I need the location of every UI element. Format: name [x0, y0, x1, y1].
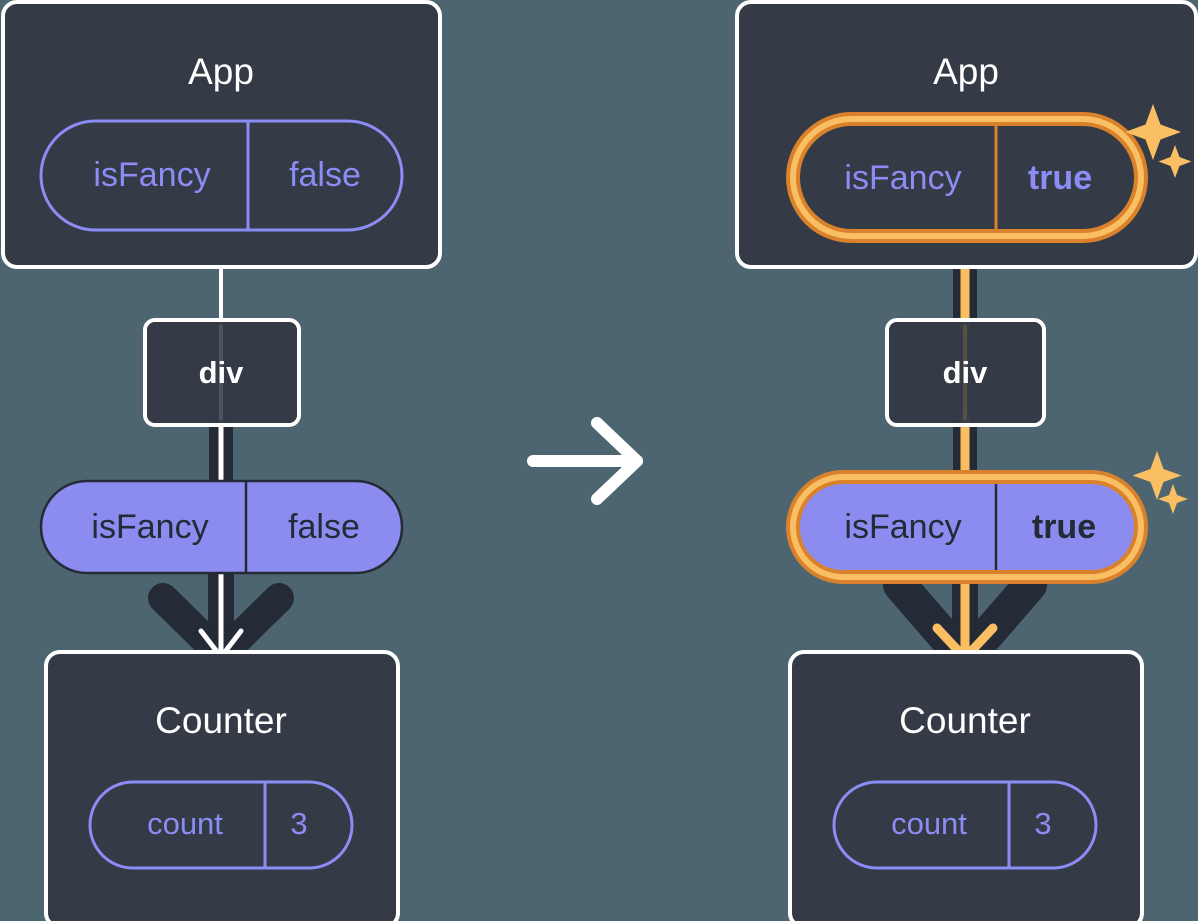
left-div-label: div	[199, 355, 245, 390]
left-div-box[interactable]: div	[143, 318, 301, 427]
left-prop-pill-key: isFancy	[91, 508, 208, 546]
left-counter-box-frame	[44, 650, 400, 921]
left-app-box-frame	[1, 0, 442, 269]
left-app-title: App	[188, 51, 254, 92]
right-counter-pill-key: count	[891, 806, 967, 841]
left-counter-state-pill[interactable]: count 3	[88, 780, 354, 870]
left-div-box-frame	[143, 318, 301, 427]
left-app-pill-value: false	[289, 156, 361, 194]
right-app-pill-highlight-inner	[790, 116, 1144, 239]
left-app-pill-key: isFancy	[93, 156, 210, 194]
right-counter-title: Counter	[899, 700, 1031, 741]
right-prop-pill-sparkle-icon	[1132, 451, 1188, 514]
left-panel-before: App isFancy false div isFancy false	[1, 0, 442, 921]
left-prop-pill-value: false	[288, 508, 360, 546]
right-div-label: div	[943, 355, 989, 390]
right-div-box[interactable]: div	[885, 318, 1046, 427]
right-app-sparkle-icon	[1125, 104, 1192, 178]
left-counter-pill-frame	[88, 780, 354, 870]
right-prop-pill[interactable]: isFancy true	[786, 451, 1188, 584]
right-counter-box-frame	[788, 650, 1144, 921]
right-div-box-frame	[885, 318, 1046, 427]
left-counter-pill-key: count	[147, 806, 223, 841]
left-app-state-pill[interactable]: isFancy false	[39, 119, 404, 232]
right-app-state-pill[interactable]: isFancy true	[786, 112, 1148, 243]
left-prop-pill-frame	[39, 479, 404, 575]
right-counter-state-pill[interactable]: count 3	[832, 780, 1098, 870]
left-counter-pill-value: 3	[290, 806, 307, 841]
right-app-pill-value: true	[1028, 159, 1092, 197]
right-counter-pill-frame	[832, 780, 1098, 870]
right-prop-pill-fill	[800, 484, 1134, 570]
left-app-pill-frame	[39, 119, 404, 232]
right-prop-pill-value: true	[1032, 508, 1096, 546]
right-panel-after: App isFancy true div	[735, 0, 1198, 921]
left-prop-pill[interactable]: isFancy false	[39, 479, 404, 575]
left-app-box[interactable]: App isFancy false	[1, 0, 442, 269]
transition-arrow-right-icon	[527, 417, 643, 505]
left-counter-title: Counter	[155, 700, 287, 741]
right-app-pill-key: isFancy	[844, 159, 961, 197]
right-app-box[interactable]: App isFancy true	[735, 0, 1198, 269]
right-app-title: App	[933, 51, 999, 92]
right-counter-pill-value: 3	[1034, 806, 1051, 841]
left-counter-box[interactable]: Counter count 3	[44, 650, 400, 921]
right-prop-pill-key: isFancy	[844, 508, 961, 546]
right-counter-box[interactable]: Counter count 3	[788, 650, 1144, 921]
right-prop-pill-highlight-inner	[790, 474, 1144, 580]
